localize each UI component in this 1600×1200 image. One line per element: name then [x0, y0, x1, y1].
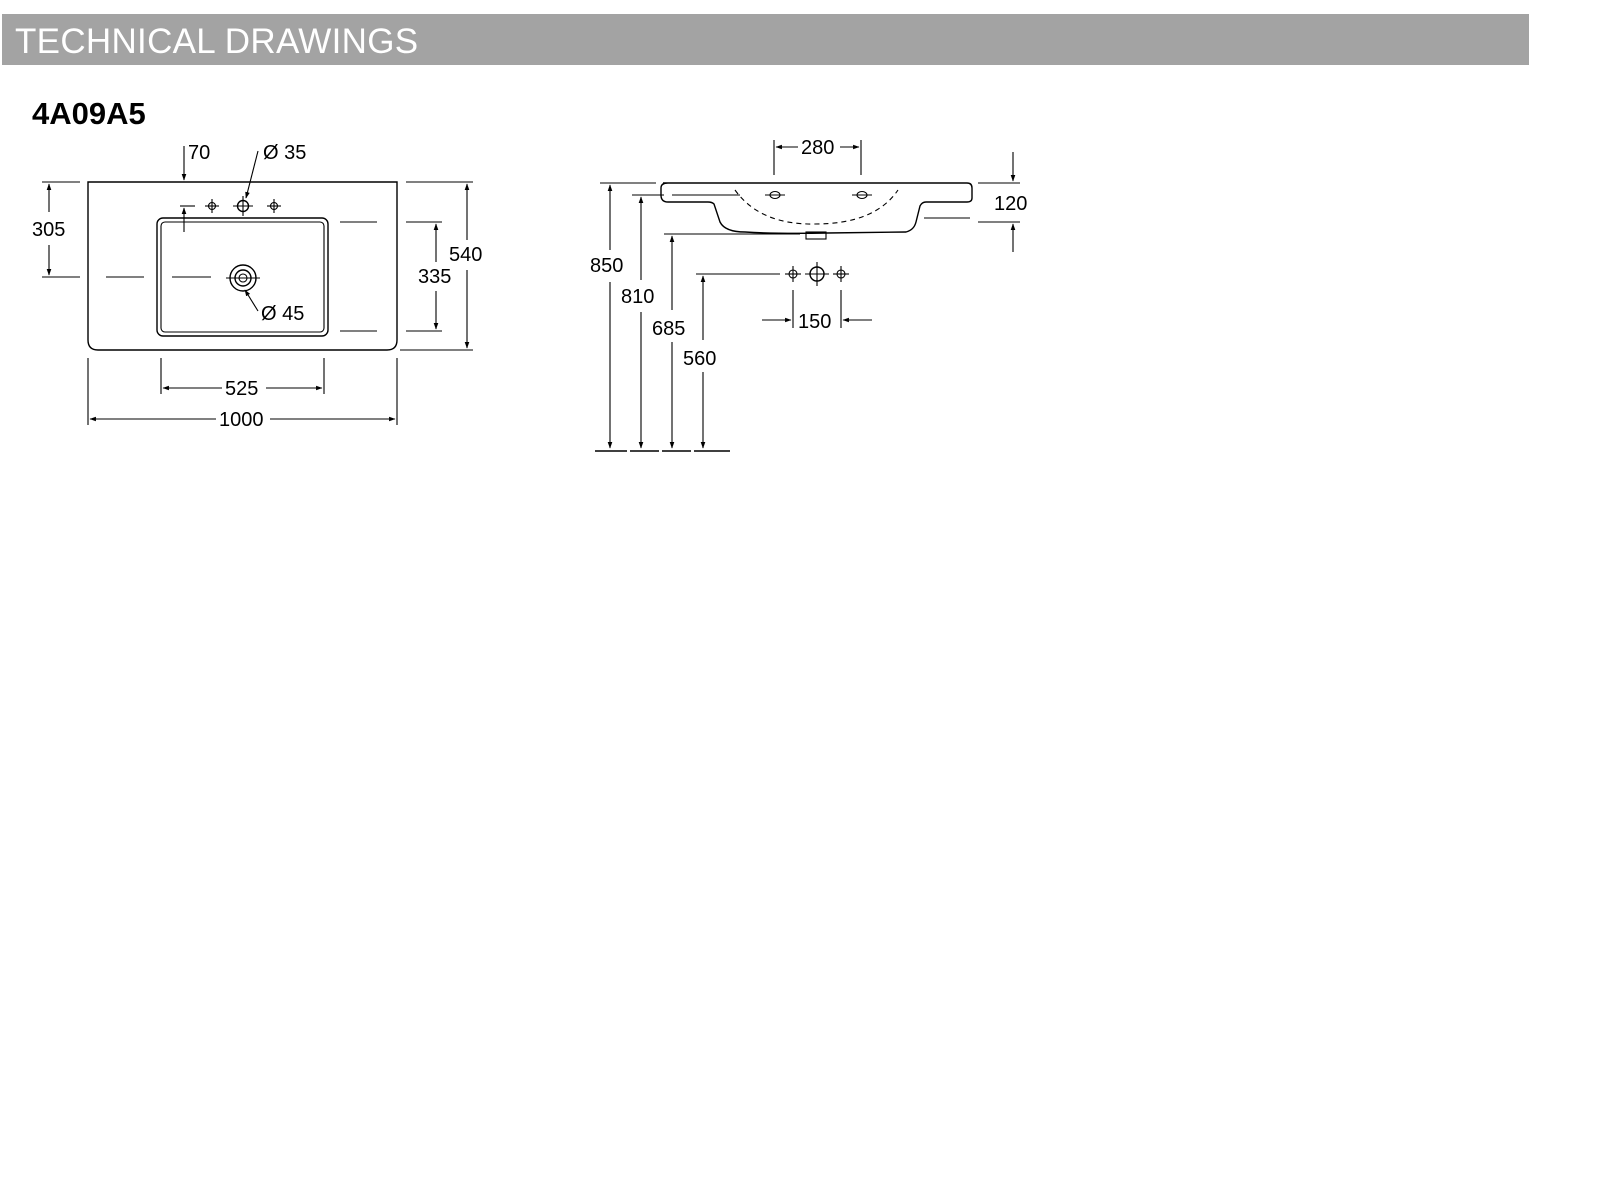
supply-hole-right	[833, 266, 849, 282]
dim-150-label: 150	[798, 311, 831, 333]
dim-540-label: 540	[449, 244, 482, 266]
tap-hole-left	[205, 199, 219, 213]
dim-685-label: 685	[652, 318, 685, 340]
plan-basin-outline	[87, 181, 398, 351]
header-bar: TECHNICAL DRAWINGS	[2, 14, 1529, 65]
dim-waste-label: Ø 45	[261, 303, 304, 325]
dim-280-label: 280	[801, 137, 834, 159]
dim-waste-leader	[244, 289, 259, 312]
supply-hole-left	[785, 266, 801, 282]
model-code: 4A09A5	[32, 96, 146, 131]
side-bowl-dashed	[734, 189, 899, 225]
dim-1000-label: 1000	[219, 409, 264, 431]
dim-810-label: 810	[621, 286, 654, 308]
dim-335-label: 335	[418, 266, 451, 288]
tap-hole-right	[267, 199, 281, 213]
plan-bowl-inner	[160, 221, 325, 333]
dim-tap-hole-label: Ø 35	[263, 142, 306, 164]
dim-305-label: 305	[32, 219, 65, 241]
dim-525-label: 525	[225, 378, 258, 400]
dim-tap-hole-leader	[245, 150, 259, 199]
waste-hole	[226, 264, 260, 292]
side-basin-top	[660, 182, 973, 235]
side-waste-stub	[805, 231, 827, 240]
side-tap-hole-left	[765, 190, 785, 200]
plan-view: 70 Ø 35 Ø 45 305 335 540 525	[32, 142, 482, 431]
header-title: TECHNICAL DRAWINGS	[15, 22, 419, 61]
supply-hole-center	[805, 262, 829, 286]
side-tap-hole-right	[852, 190, 872, 200]
tap-hole-center	[233, 196, 253, 216]
dim-560-label: 560	[683, 348, 716, 370]
dim-120-label: 120	[994, 193, 1027, 215]
plan-bowl-outer	[156, 217, 329, 337]
dim-70-label: 70	[188, 142, 210, 164]
dim-850-label: 850	[590, 255, 623, 277]
side-view: 280 120 850 810 685 560	[590, 137, 1027, 452]
